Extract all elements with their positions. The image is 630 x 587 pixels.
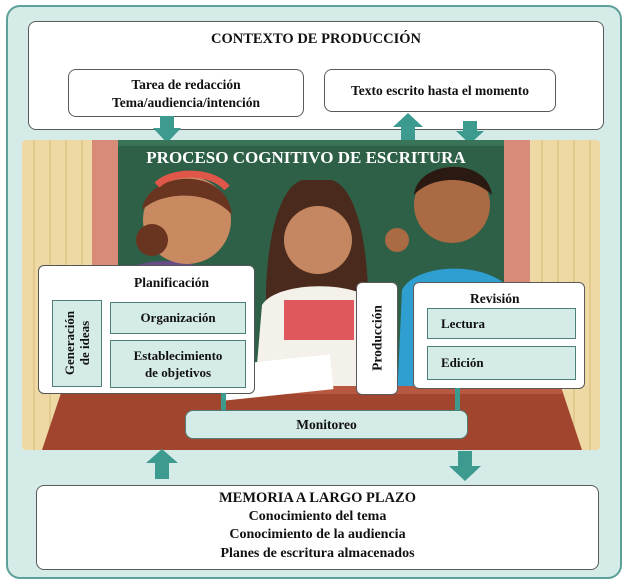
production-box [356,282,398,395]
process-title: PROCESO COGNITIVO DE ESCRITURA [146,148,466,167]
arrow-down-memory-icon [449,451,481,481]
context-title: CONTEXTO DE PRODUCCIÓN [210,31,421,47]
production-label: Producción [369,305,385,371]
reading-label: Lectura [441,316,486,331]
memory-title: MEMORIA A LARGO PLAZO [219,490,416,506]
memory-item-2: Conocimiento de la audiencia [229,527,406,542]
editing-box: Edición [427,346,576,380]
task-line2: Tema/audiencia/intención [111,95,261,110]
revision-title: Revisión [470,291,520,306]
monitoring-box: Monitoreo [185,410,468,439]
planning-title: Planificación [134,275,209,290]
task-line1: Tarea de redacción [131,77,241,92]
idea-generation-line2: de ideas [77,320,92,366]
arrow-down-text-icon [456,121,484,144]
memory-item-1: Conocimiento del tema [248,508,387,524]
idea-generation-box [52,300,102,387]
text-so-far-box: Texto escrito hasta el momento [324,69,556,112]
memory-item-3: Planes de escritura almacenados [220,545,415,561]
task-box: Tarea de redacción Tema/audiencia/intenc… [68,69,304,117]
goals-box: Establecimiento de objetivos [110,340,246,388]
organization-label: Organización [140,310,216,325]
goals-line1: Establecimiento [133,348,223,363]
idea-generation-line1: Generación [62,310,77,376]
goals-line2: de objetivos [144,365,212,380]
reading-box: Lectura [427,308,576,339]
memory-box: MEMORIA A LARGO PLAZO Conocimiento del t… [36,485,599,570]
revision-monitor-connector [455,388,460,411]
text-so-far-label: Texto escrito hasta el momento [351,83,529,98]
arrow-down-task-icon [153,116,181,143]
planning-monitor-connector [221,393,226,411]
arrow-up-memory-icon [146,449,178,479]
editing-label: Edición [441,355,484,370]
idea-generation-label: Generación de ideas [62,311,92,375]
organization-box: Organización [110,302,246,334]
monitoring-label: Monitoreo [296,417,357,432]
arrow-up-text-icon [393,113,423,141]
